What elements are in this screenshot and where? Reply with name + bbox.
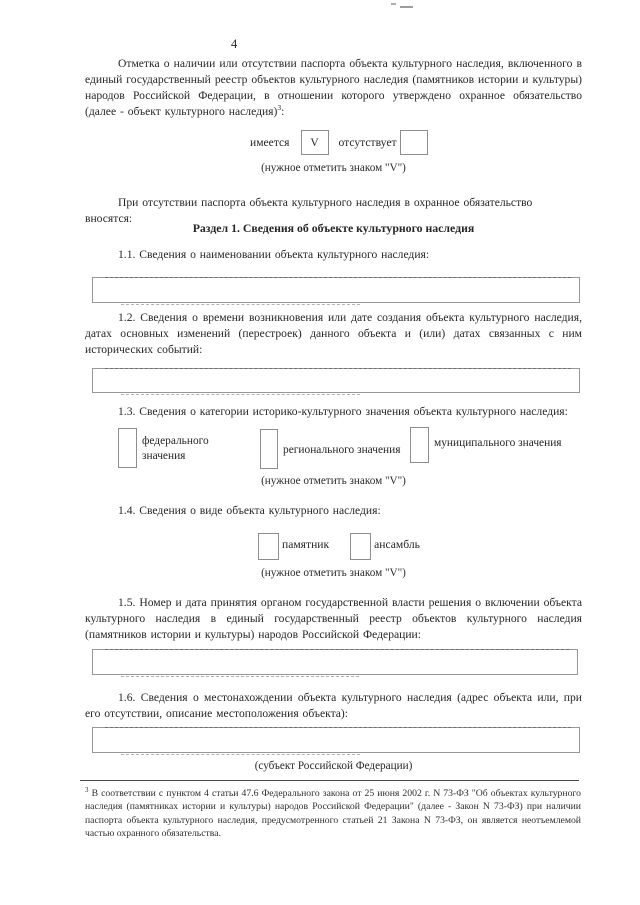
category-municipal-label: муниципального значения — [434, 437, 562, 449]
footnote: 3 В соответствии с пунктом 4 статьи 47.6… — [85, 785, 581, 841]
category-regional-checkbox[interactable] — [260, 429, 278, 469]
scan-artifact — [391, 3, 396, 5]
kind-ensemble-label: ансамбль — [374, 538, 420, 551]
category-federal-item: федерального значения — [118, 428, 226, 468]
passport-absent-checkbox[interactable] — [399, 130, 428, 155]
mark-hint-category: (нужное отметить знаком "V") — [261, 475, 406, 487]
footnote-marker: 3 — [85, 785, 89, 794]
kind-ensemble-checkbox[interactable] — [350, 533, 372, 560]
mark-hint-passport: (нужное отметить знаком "V") — [261, 162, 406, 174]
item-1-3-label: 1.3. Сведения о категории историко-культ… — [118, 405, 568, 418]
section1-title: Раздел 1. Сведения об объекте культурног… — [192, 221, 475, 235]
spacer — [329, 533, 350, 560]
page-number: 4 — [231, 37, 238, 51]
category-municipal-item: муниципального значения — [410, 427, 562, 463]
kind-monument-label: памятник — [282, 538, 330, 551]
field-1-5-decision[interactable] — [92, 649, 578, 677]
passport-mark-row: имеется V отсутствует — [250, 130, 428, 155]
category-federal-checkbox[interactable] — [118, 428, 137, 468]
intro-paragraph: Отметка о наличии или отсутствии паспорт… — [85, 56, 582, 120]
field-1-6-caption: (субъект Российской Федерации) — [254, 760, 413, 772]
intro-text: Отметка о наличии или отсутствии паспорт… — [85, 57, 582, 118]
mark-hint-kind: (нужное отметить знаком "V") — [261, 567, 406, 579]
footnote-divider — [80, 780, 579, 781]
passport-present-checkmark: V — [310, 136, 319, 149]
footnote-text: В соответствии с пунктом 4 статьи 47.6 Ф… — [85, 788, 581, 840]
passport-absent-label: отсутствует — [338, 136, 397, 149]
category-regional-label: регионального значения — [283, 444, 401, 456]
item-1-4-label: 1.4. Сведения о виде объекта культурного… — [118, 504, 381, 517]
category-regional-item: регионального значения — [260, 429, 400, 469]
item-1-1-label: 1.1. Сведения о наименовании объекта кул… — [118, 248, 430, 261]
field-1-2-dates[interactable] — [92, 368, 580, 395]
category-municipal-checkbox[interactable] — [410, 427, 429, 463]
footnote-ref-marker: 3 — [277, 103, 282, 113]
scan-artifact — [400, 6, 413, 8]
item-1-6-label: 1.6. Сведения о местонахождении объекта … — [85, 691, 582, 720]
category-federal-label: федерального значения — [142, 435, 209, 462]
intro-suffix: : — [281, 105, 285, 118]
field-1-1-name[interactable] — [92, 277, 580, 305]
item-1-2-label: 1.2. Сведения о времени возникновения ил… — [85, 311, 582, 356]
kind-row: памятник ансамбль — [258, 533, 420, 560]
kind-monument-checkbox[interactable] — [258, 533, 279, 560]
passport-present-label: имеется — [250, 136, 290, 149]
no-passport-paragraph: При отсутствии паспорта объекта культурн… — [85, 196, 533, 225]
item-1-5-label: 1.5. Номер и дата принятия органом госуд… — [85, 596, 582, 641]
passport-present-checkbox[interactable]: V — [300, 130, 329, 155]
field-1-6-location[interactable] — [92, 727, 580, 755]
